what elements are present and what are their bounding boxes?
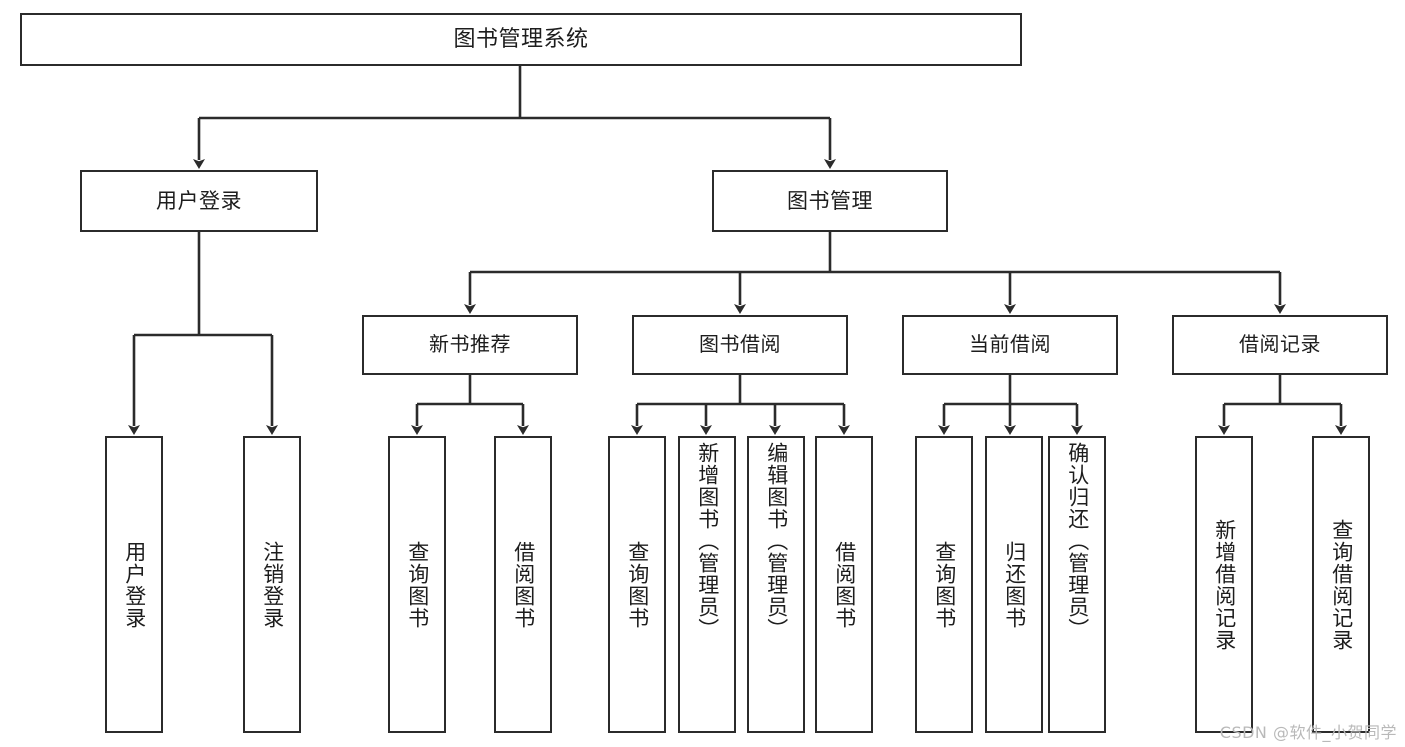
node-label: 注销登录	[260, 540, 285, 629]
node-label: 图书借阅	[699, 332, 781, 357]
leaf-borrow-book[interactable]: 借阅图书	[815, 436, 873, 733]
leaf-return-book[interactable]: 归还图书	[985, 436, 1043, 733]
node-label: 用户登录	[122, 540, 147, 629]
leaf-confirm-return-admin[interactable]: 确认归还（管理员）	[1048, 436, 1106, 733]
watermark: CSDN @软件_小贺同学	[1219, 723, 1397, 742]
node-book-borrow[interactable]: 图书借阅	[632, 315, 848, 375]
node-label: 查询图书	[932, 540, 957, 629]
node-label: 查询图书	[405, 540, 430, 629]
node-label: 借阅图书	[511, 540, 536, 629]
node-book-management[interactable]: 图书管理	[712, 170, 948, 232]
node-label: 借阅图书	[832, 540, 857, 629]
leaf-add-borrow-record[interactable]: 新增借阅记录	[1195, 436, 1253, 733]
node-new-book-recommend[interactable]: 新书推荐	[362, 315, 578, 375]
leaf-add-book-admin[interactable]: 新增图书（管理员）	[678, 436, 736, 733]
node-label: 新增借阅记录	[1212, 518, 1237, 651]
node-label: 图书管理	[787, 188, 873, 213]
node-label: 借阅记录	[1239, 332, 1321, 357]
node-label: 当前借阅	[969, 332, 1051, 357]
leaf-query-book-current[interactable]: 查询图书	[915, 436, 973, 733]
node-label: 图书管理系统	[453, 26, 589, 52]
node-current-borrow[interactable]: 当前借阅	[902, 315, 1118, 375]
leaf-user-login[interactable]: 用户登录	[105, 436, 163, 733]
leaf-query-book-borrow[interactable]: 查询图书	[608, 436, 666, 733]
leaf-logout[interactable]: 注销登录	[243, 436, 301, 733]
leaf-query-borrow-record[interactable]: 查询借阅记录	[1312, 436, 1370, 733]
leaf-borrow-book-recommend[interactable]: 借阅图书	[494, 436, 552, 733]
node-borrow-record[interactable]: 借阅记录	[1172, 315, 1388, 375]
node-label: 新书推荐	[429, 332, 511, 357]
leaf-edit-book-admin[interactable]: 编辑图书（管理员）	[747, 436, 805, 733]
node-label: 新增图书（管理员）	[695, 442, 720, 640]
leaf-query-book-recommend[interactable]: 查询图书	[388, 436, 446, 733]
node-root-book-management-system[interactable]: 图书管理系统	[20, 13, 1022, 66]
node-label: 查询图书	[625, 540, 650, 629]
node-label: 用户登录	[156, 188, 242, 213]
node-label: 编辑图书（管理员）	[764, 442, 789, 640]
node-user-login[interactable]: 用户登录	[80, 170, 318, 232]
node-label: 查询借阅记录	[1329, 518, 1354, 651]
node-label: 确认归还（管理员）	[1065, 442, 1090, 640]
node-label: 归还图书	[1002, 540, 1027, 629]
